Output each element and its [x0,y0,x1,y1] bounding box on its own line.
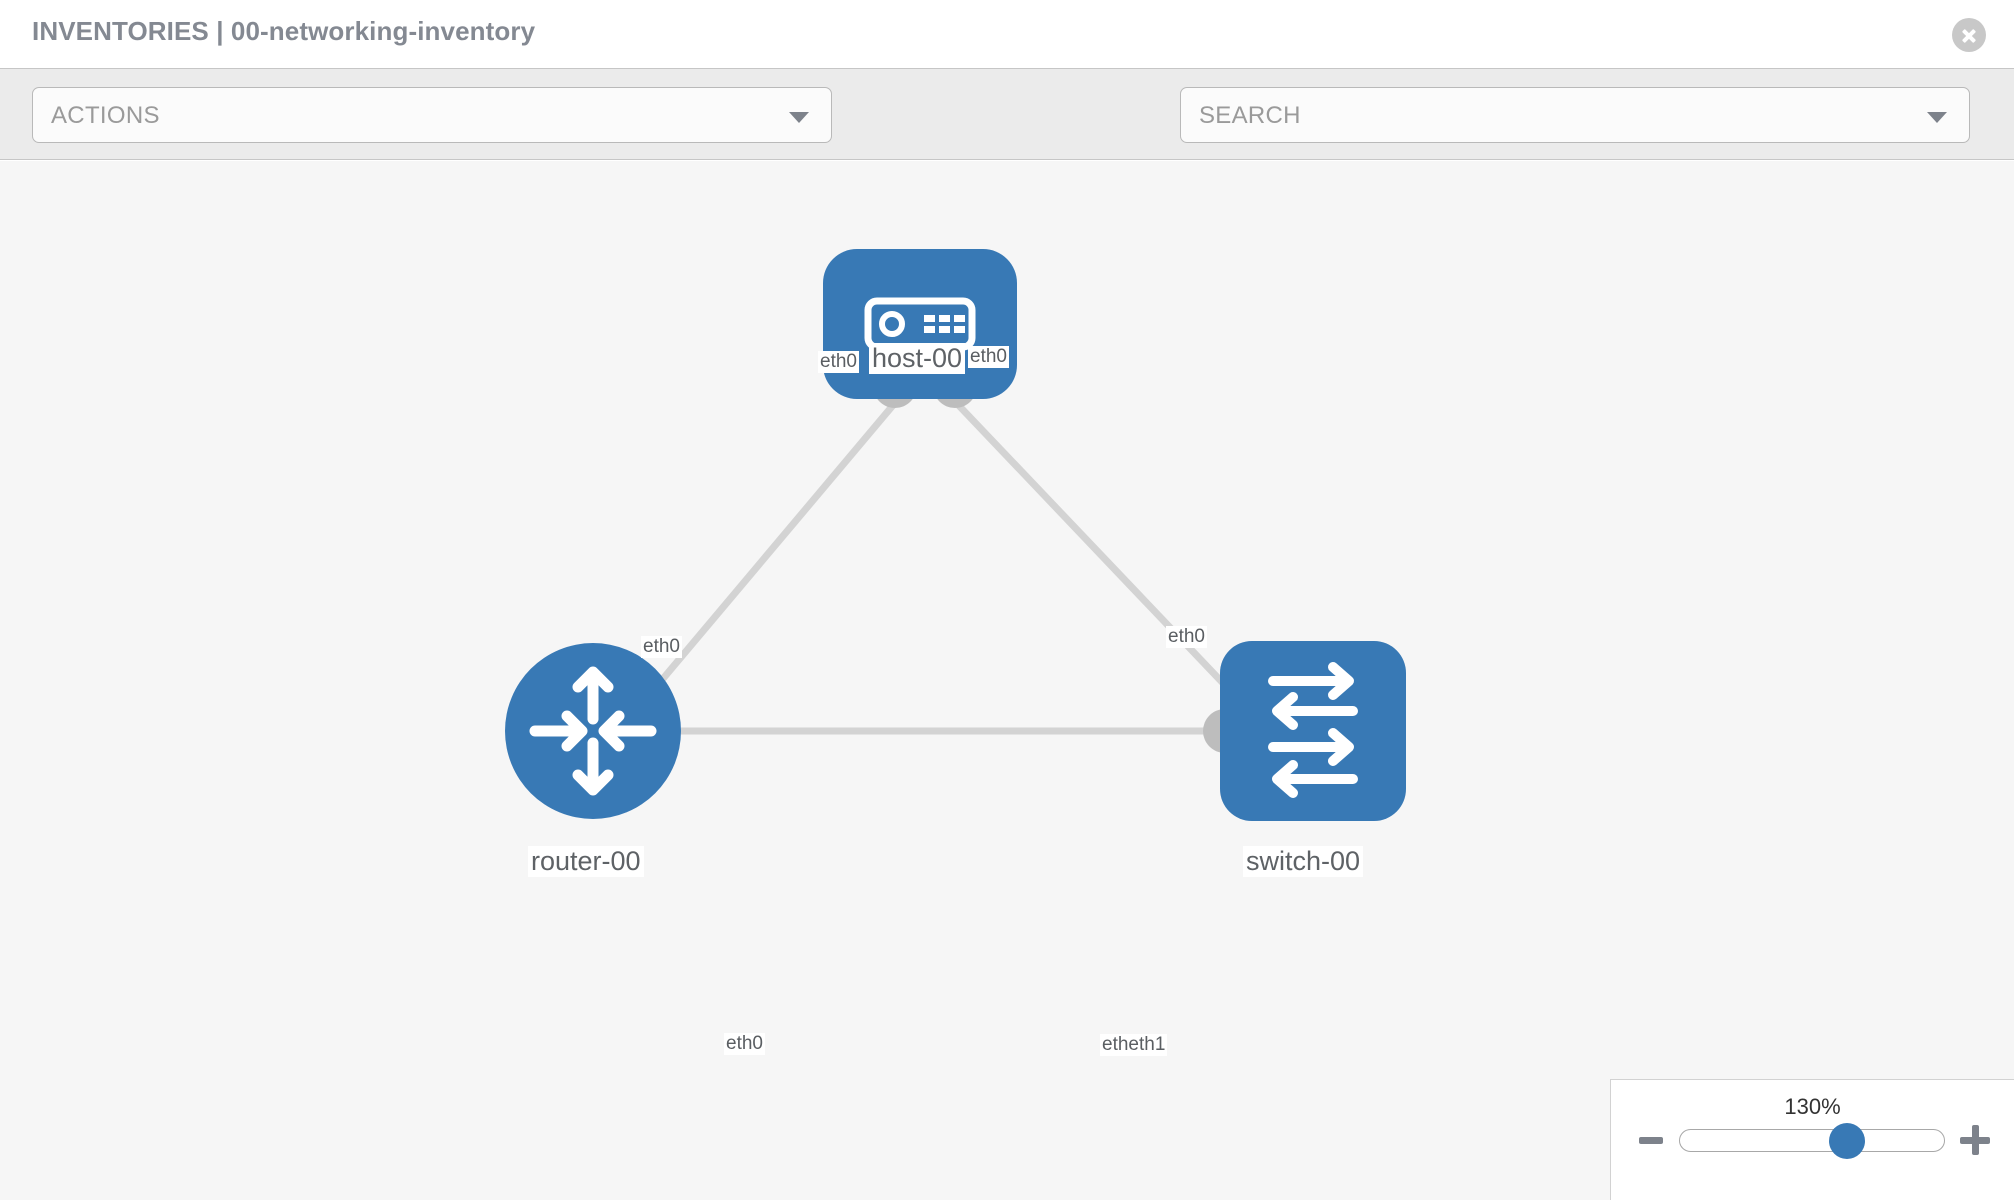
chevron-down-icon [1927,112,1947,123]
iface-label-switch-left: etheth1 [1100,1034,1168,1056]
page-title: INVENTORIES | 00-networking-inventory [32,16,536,46]
link-host-router [637,388,908,709]
node-host-00 [823,249,1017,399]
chevron-down-icon [789,112,809,123]
topology-graph [505,249,1406,821]
topology-links [637,388,1243,735]
actions-dropdown-label: ACTIONS [51,102,160,129]
node-router-00 [505,643,681,819]
zoom-control: 130% [1610,1079,2014,1200]
iface-label-router-right: eth0 [724,1033,765,1055]
search-input[interactable]: SEARCH [1180,87,1970,143]
iface-label-host-left: eth0 [818,351,859,373]
node-label-host-00: host-00 [869,343,966,374]
search-placeholder: SEARCH [1199,102,1301,129]
zoom-slider-thumb[interactable] [1828,1123,1865,1159]
iface-label-router-up: eth0 [641,636,682,658]
iface-label-host-right: eth0 [968,346,1009,368]
page-header: INVENTORIES | 00-networking-inventory [0,0,2014,68]
zoom-slider[interactable] [1679,1123,1945,1159]
close-icon[interactable] [1952,18,1986,52]
iface-label-switch-up: eth0 [1166,626,1207,648]
topology-canvas[interactable]: eth0 eth0 eth0 eth0 eth0 etheth1 host-00… [0,161,2014,1200]
node-label-switch-00: switch-00 [1243,846,1364,877]
toolbar: ACTIONS SEARCH [0,68,2014,199]
plus-icon[interactable] [1960,1125,1990,1155]
zoom-percent-label: 130% [1784,1094,1841,1119]
actions-dropdown[interactable]: ACTIONS [32,87,832,143]
node-switch-00 [1220,641,1406,821]
topology-ports [618,364,1271,753]
node-label-router-00: router-00 [528,846,644,877]
minus-icon[interactable] [1639,1137,1663,1144]
link-host-switch [942,388,1243,704]
